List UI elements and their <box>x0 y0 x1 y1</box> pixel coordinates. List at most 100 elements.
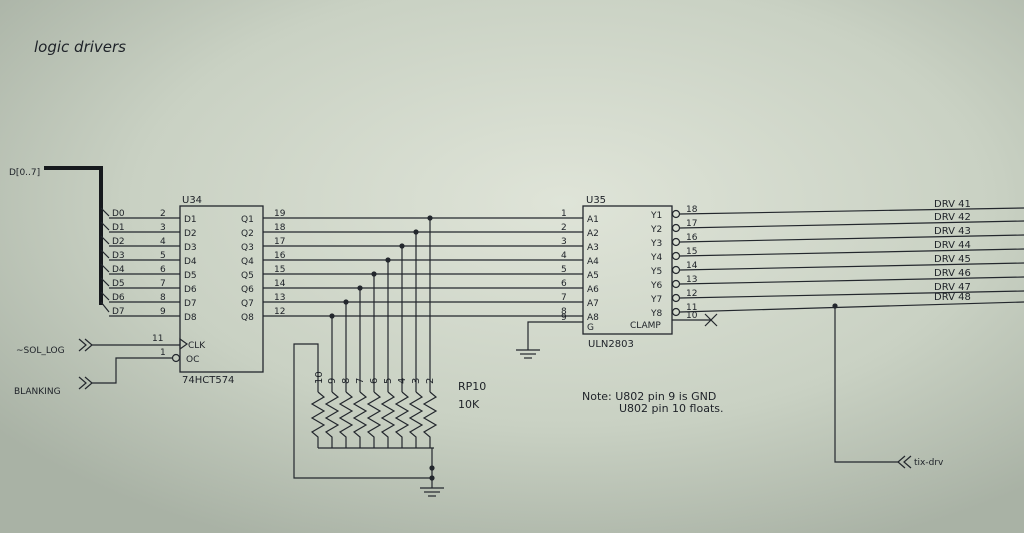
rp10-value: 10K <box>458 398 480 411</box>
inversion-bubble <box>671 307 681 317</box>
pin-number: 4 <box>160 237 166 247</box>
drive-net-label: DRV 42 <box>934 212 971 223</box>
u34-input-d2: D1 3 D2 <box>109 223 197 239</box>
net-label: D4 <box>112 265 125 275</box>
net-label: ~SOL_LOG <box>16 346 65 356</box>
junction-dot <box>429 465 435 471</box>
u34-ref: U34 <box>182 195 202 206</box>
pin-label: Y4 <box>650 253 662 263</box>
junction-dot <box>385 257 391 263</box>
pin-number: 7 <box>160 279 166 289</box>
drive-net-label: DRV 41 <box>934 199 971 210</box>
resistor <box>394 391 410 448</box>
pin-label: Y3 <box>650 239 662 249</box>
pin-number: 8 <box>341 378 352 384</box>
pin-number: 9 <box>561 313 567 323</box>
pin-number: 8 <box>160 293 166 303</box>
pin-label: A1 <box>587 215 599 225</box>
bus-tap <box>100 301 110 313</box>
pin-label: A6 <box>587 285 599 295</box>
pin-label: A7 <box>587 299 599 309</box>
pin-number: 2 <box>160 209 166 219</box>
junction-dot <box>329 313 335 319</box>
pin-number: 7 <box>355 378 366 384</box>
clock-triangle <box>179 337 189 351</box>
pin-number: 15 <box>274 265 285 275</box>
inversion-bubble <box>671 251 681 261</box>
pin-label: D1 <box>184 215 197 225</box>
rp10-resistor-pack: 10 9 8 7 6 5 4 3 2 RP10 10K <box>293 215 486 497</box>
pin-number: 6 <box>369 378 380 384</box>
junction-dot <box>427 215 433 221</box>
bus-tap <box>100 263 110 273</box>
net-label: D1 <box>112 223 125 233</box>
ground-symbol <box>420 487 444 497</box>
pin-number: 17 <box>274 237 285 247</box>
pin-label: CLK <box>188 341 206 351</box>
port-chevron <box>903 455 912 469</box>
wire <box>92 357 172 384</box>
pin-number: 18 <box>686 205 698 215</box>
bus-tap <box>100 235 110 245</box>
blanking-port: BLANKING <box>14 357 172 397</box>
bus-tap <box>100 291 110 301</box>
pin-number: 8 <box>561 307 567 317</box>
pin-label: Q1 <box>241 215 254 225</box>
pin-number: 13 <box>686 275 697 285</box>
pin-label: D5 <box>184 271 197 281</box>
pin-label: D8 <box>184 313 197 323</box>
u34-input-d6: D5 7 D6 <box>109 279 197 295</box>
pin-label: G <box>587 323 594 333</box>
pin-number: 1 <box>160 348 166 358</box>
bus-tap <box>100 207 110 217</box>
bus-taps <box>100 207 110 313</box>
pin-number: 2 <box>561 223 567 233</box>
pin-label: Q7 <box>241 299 254 309</box>
data-bus: D[0..7] <box>9 166 110 313</box>
pin-number: 10 <box>686 311 698 321</box>
pin-label: Y6 <box>650 281 662 291</box>
port-chevron <box>78 376 87 390</box>
resistor <box>408 391 424 448</box>
u35-ref: U35 <box>586 195 606 206</box>
ground-symbol <box>516 349 540 359</box>
wire <box>679 234 1024 243</box>
u34-control-pins: CLK 11 OC 1 <box>152 334 206 365</box>
wire <box>834 306 898 463</box>
pin-number: 3 <box>160 223 166 233</box>
pin-number: 11 <box>686 303 697 313</box>
u35-outputs: Y1 Y2 Y3 Y4 Y5 Y6 Y7 Y8 18 17 16 15 14 1… <box>650 205 698 319</box>
drive-net-label: DRV 48 <box>934 292 971 303</box>
pin-label: D3 <box>184 243 197 253</box>
pin-number: 13 <box>274 293 285 303</box>
junction-dot <box>399 243 405 249</box>
net-label: BLANKING <box>14 387 61 397</box>
u34-part: 74HCT574 <box>182 375 234 386</box>
pin-number: 16 <box>686 233 698 243</box>
inversion-bubble <box>671 237 681 247</box>
u34-outputs: Q1 Q2 Q3 Q4 Q5 Q6 Q7 Q8 19 18 17 16 15 1… <box>241 209 286 323</box>
u34-latch: U34 74HCT574 D0 2 D1 D1 3 D2 D2 4 D3 <box>109 195 286 386</box>
resistor <box>338 391 354 448</box>
pin-number: 9 <box>327 378 338 384</box>
pin-label: Y2 <box>650 225 662 235</box>
pin-number: 9 <box>160 307 166 317</box>
u34-input-d7: D6 8 D7 <box>109 293 197 309</box>
pin-number: 17 <box>686 219 697 229</box>
bus-tap <box>100 221 110 231</box>
note-text: Note: U802 pin 9 is GND U802 pin 10 floa… <box>582 390 723 415</box>
pin-number: 10 <box>314 371 325 384</box>
pin-number: 4 <box>561 251 567 261</box>
note-line-2: U802 pin 10 floats. <box>619 402 723 415</box>
u35-clamp-pin: CLAMP 10 <box>630 311 718 331</box>
pin-number: 16 <box>274 251 286 261</box>
pin-label: A2 <box>587 229 599 239</box>
pin-label: D2 <box>184 229 197 239</box>
drive-net-label: DRV 46 <box>934 268 971 279</box>
wire <box>679 301 1024 313</box>
latch-to-driver-wires <box>263 217 583 317</box>
bus-tap <box>100 249 110 259</box>
pin-number: 7 <box>561 293 567 303</box>
sheet-title: logic drivers <box>34 38 126 56</box>
pin-number: 12 <box>686 289 697 299</box>
